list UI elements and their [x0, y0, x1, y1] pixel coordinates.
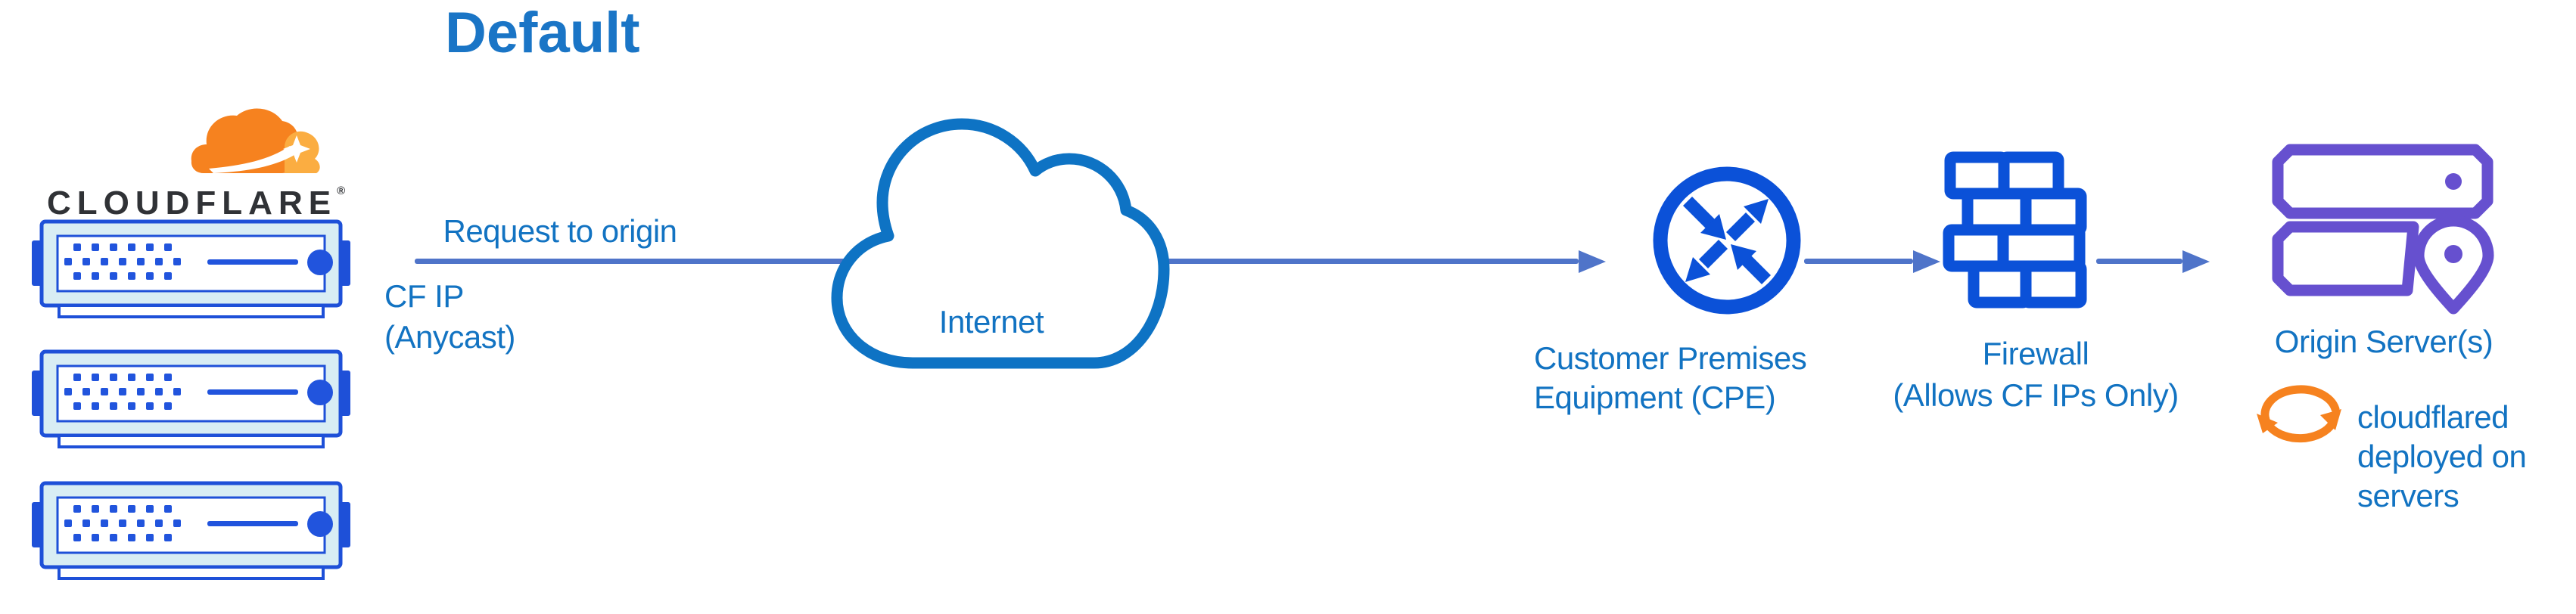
firewall-label-line2: (Allows CF IPs Only) [1893, 377, 2179, 413]
flow-line-firewall-origin [2096, 259, 2182, 264]
edge-server-icon [32, 481, 350, 580]
cf-ip-anycast-label: CF IP (Anycast) [384, 276, 515, 358]
flow-line-cpe-firewall [1804, 259, 1913, 264]
anycast-line: (Anycast) [384, 319, 515, 355]
request-to-origin-label: Request to origin [443, 213, 677, 249]
firewall-label-line1: Firewall [1982, 336, 2089, 371]
firewall-icon [1943, 151, 2087, 309]
cpe-label-line1: Customer Premises [1534, 340, 1807, 376]
cloudflare-wordmark: CLOUDFLARE® [47, 185, 346, 222]
cloudflared-note-line3: servers [2357, 478, 2459, 513]
origin-server-label: Origin Server(s) [2274, 324, 2494, 359]
edge-server-icon [32, 349, 350, 448]
registered-mark: ® [337, 185, 346, 197]
cpe-label-line2: Equipment (CPE) [1534, 380, 1776, 415]
cloudflared-note-line2: deployed on [2357, 439, 2527, 474]
flow-arrow-to-cpe [1579, 250, 1606, 273]
firewall-label: Firewall (Allows CF IPs Only) [1893, 333, 2179, 416]
cloudflare-logo-icon [191, 108, 320, 173]
cloudflared-sync-icon [2257, 385, 2341, 443]
flow-arrow-to-origin [2182, 250, 2210, 273]
internet-cloud-icon [831, 118, 1170, 369]
edge-server-icon [32, 219, 350, 318]
cf-ip-line: CF IP [384, 278, 464, 314]
cloudflared-note-line1: cloudflared [2357, 399, 2509, 435]
cloudflared-note: cloudflared deployed on servers [2357, 398, 2527, 516]
origin-server-icon [2272, 144, 2494, 315]
cpe-label: Customer Premises Equipment (CPE) [1534, 339, 1807, 417]
internet-label: Internet [938, 304, 1044, 340]
location-pin-icon [2413, 215, 2494, 315]
page-title: Default [445, 1, 640, 65]
flow-arrow-to-firewall [1913, 250, 1940, 273]
cpe-router-icon [1653, 166, 1801, 315]
